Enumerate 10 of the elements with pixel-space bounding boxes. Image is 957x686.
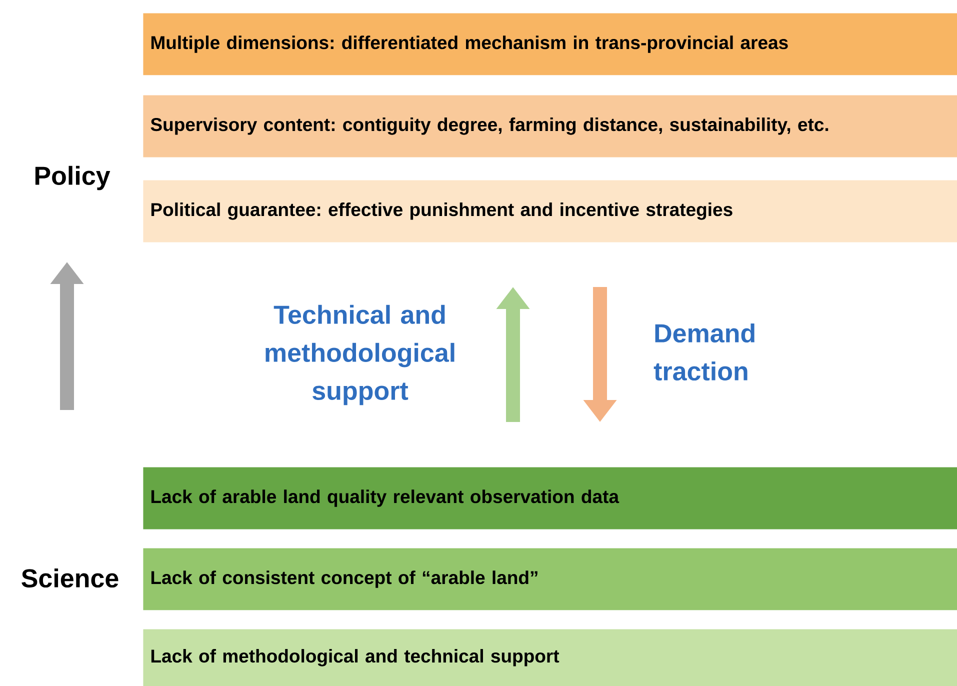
text-band: Political guarantee: effective punishment and incentive strategies — [143, 180, 957, 242]
text-band: Supervisory content: contiguity degree, farming distance, sustainability, etc. — [143, 95, 957, 158]
text-band: Lack of methodological and technical support — [143, 629, 957, 686]
text-band: Lack of consistent concept of “arable land” — [143, 548, 957, 610]
text-band: Multiple dimensions: differentiated mechanism in trans-provincial areas — [143, 13, 957, 76]
arrow-caption: Technical and methodological support — [266, 304, 454, 406]
side-label: Policy — [35, 166, 110, 190]
text-band: Lack of arable land quality relevant observation data — [143, 467, 957, 530]
side-label: Science — [22, 568, 118, 588]
arrow-caption: Demand traction — [654, 323, 754, 381]
